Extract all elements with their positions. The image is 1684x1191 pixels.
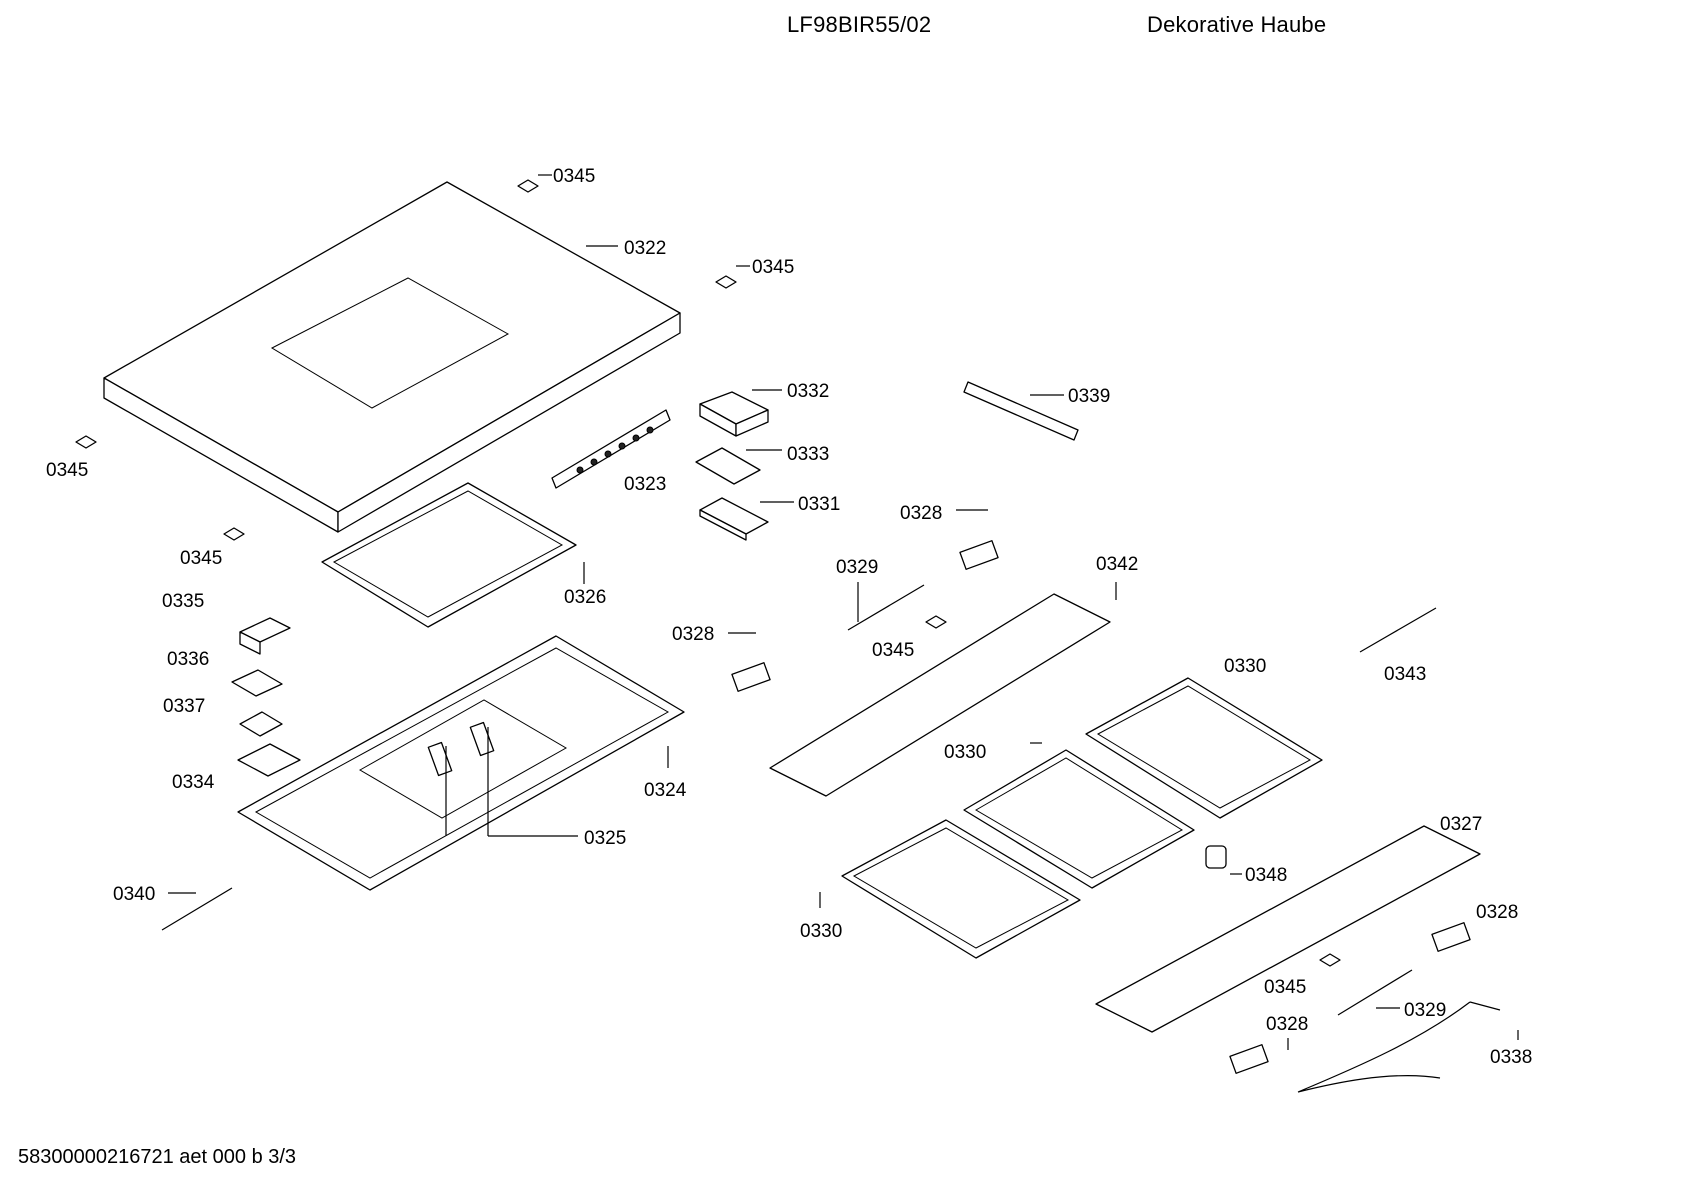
part-0337: [239, 711, 283, 737]
callout-label: 0339: [1068, 386, 1110, 407]
part-0333: [695, 447, 761, 485]
callout-label: 0328: [1476, 902, 1518, 923]
model-number: LF98BIR55/02: [787, 12, 932, 37]
callout-label: 0328: [1266, 1014, 1308, 1035]
part-0324-housing: [237, 635, 685, 891]
callout-label: 0322: [624, 238, 666, 259]
callout-label: 0334: [172, 772, 215, 793]
callout-label: 0336: [167, 649, 209, 670]
callout-label: 0342: [1096, 554, 1138, 575]
part-0345-tab-d: [223, 527, 245, 541]
callout-label: 0327: [1440, 814, 1482, 835]
callout-label: 0343: [1384, 664, 1426, 685]
callout-label: 0331: [798, 494, 840, 515]
part-0328-clip-d: [1229, 1044, 1269, 1074]
part-0327-rail: [1095, 825, 1481, 1033]
callout-label: 0329: [836, 557, 878, 578]
part-0343-rod: [1359, 607, 1437, 653]
product-description: Dekorative Haube: [1147, 12, 1327, 37]
part-0345-tab-e: [925, 615, 947, 629]
part-0339-bracket: [963, 381, 1079, 441]
document-id: 58300000216721 aet 000 b 3/3: [18, 1146, 297, 1168]
part-0328-clip-b: [731, 662, 771, 692]
callout-label: 0345: [1264, 977, 1306, 998]
callout-label: 0345: [553, 166, 595, 187]
callout-label: 0348: [1245, 865, 1287, 886]
part-0338-wire-harness: [1297, 1001, 1501, 1093]
part-0328-clip-a: [959, 540, 999, 570]
callout-label: 0340: [113, 884, 155, 905]
callout-label: 0330: [800, 921, 842, 942]
part-0335: [239, 617, 291, 655]
callout-label: 0345: [180, 548, 222, 569]
part-0331: [699, 497, 769, 541]
part-0345-tab-c: [75, 435, 97, 449]
part-0329-rod-a: [847, 584, 925, 631]
callout-label: 0335: [162, 591, 204, 612]
part-0330-filter-b: [963, 749, 1195, 889]
part-0330-filter-c: [841, 819, 1081, 959]
part-0322-top-cover: [103, 181, 681, 533]
callout-label: 0345: [752, 257, 794, 278]
callout-label: 0337: [163, 696, 205, 717]
part-0345-tab-a: [517, 179, 539, 193]
callout-label: 0333: [787, 444, 829, 465]
callout-label: 0330: [944, 742, 986, 763]
part-0332: [699, 391, 769, 437]
part-0334: [237, 743, 301, 777]
part-0323-control-strip: [551, 409, 671, 489]
callout-label: 0329: [1404, 1000, 1446, 1021]
callout-label: 0338: [1490, 1047, 1532, 1068]
part-0342-rail: [769, 593, 1111, 797]
part-0329-rod-b: [1337, 969, 1413, 1016]
callout-label: 0332: [787, 381, 829, 402]
callout-label: 0326: [564, 587, 606, 608]
callout-label: 0345: [46, 460, 88, 481]
callout-label: 0325: [584, 828, 626, 849]
callout-label: 0328: [900, 503, 942, 524]
callout-label: 0324: [644, 780, 687, 801]
part-0336: [231, 669, 283, 697]
callout-label: 0328: [672, 624, 714, 645]
part-0326-frame: [321, 482, 577, 628]
callout-label: 0330: [1224, 656, 1266, 677]
part-0330-filter-a: [1085, 677, 1323, 819]
part-0328-clip-c: [1431, 922, 1471, 952]
callout-label: 0345: [872, 640, 914, 661]
leader-lines: [168, 174, 1519, 1050]
part-0348: [1205, 845, 1227, 869]
callout-label: 0323: [624, 474, 666, 495]
part-0340-rod: [161, 887, 233, 931]
callout-labels: 0345 0322 0345 0345 0332 0339 0333 0323 …: [46, 166, 1532, 1068]
part-0345-tab-b: [715, 275, 737, 289]
part-0345-tab-f: [1319, 953, 1341, 967]
